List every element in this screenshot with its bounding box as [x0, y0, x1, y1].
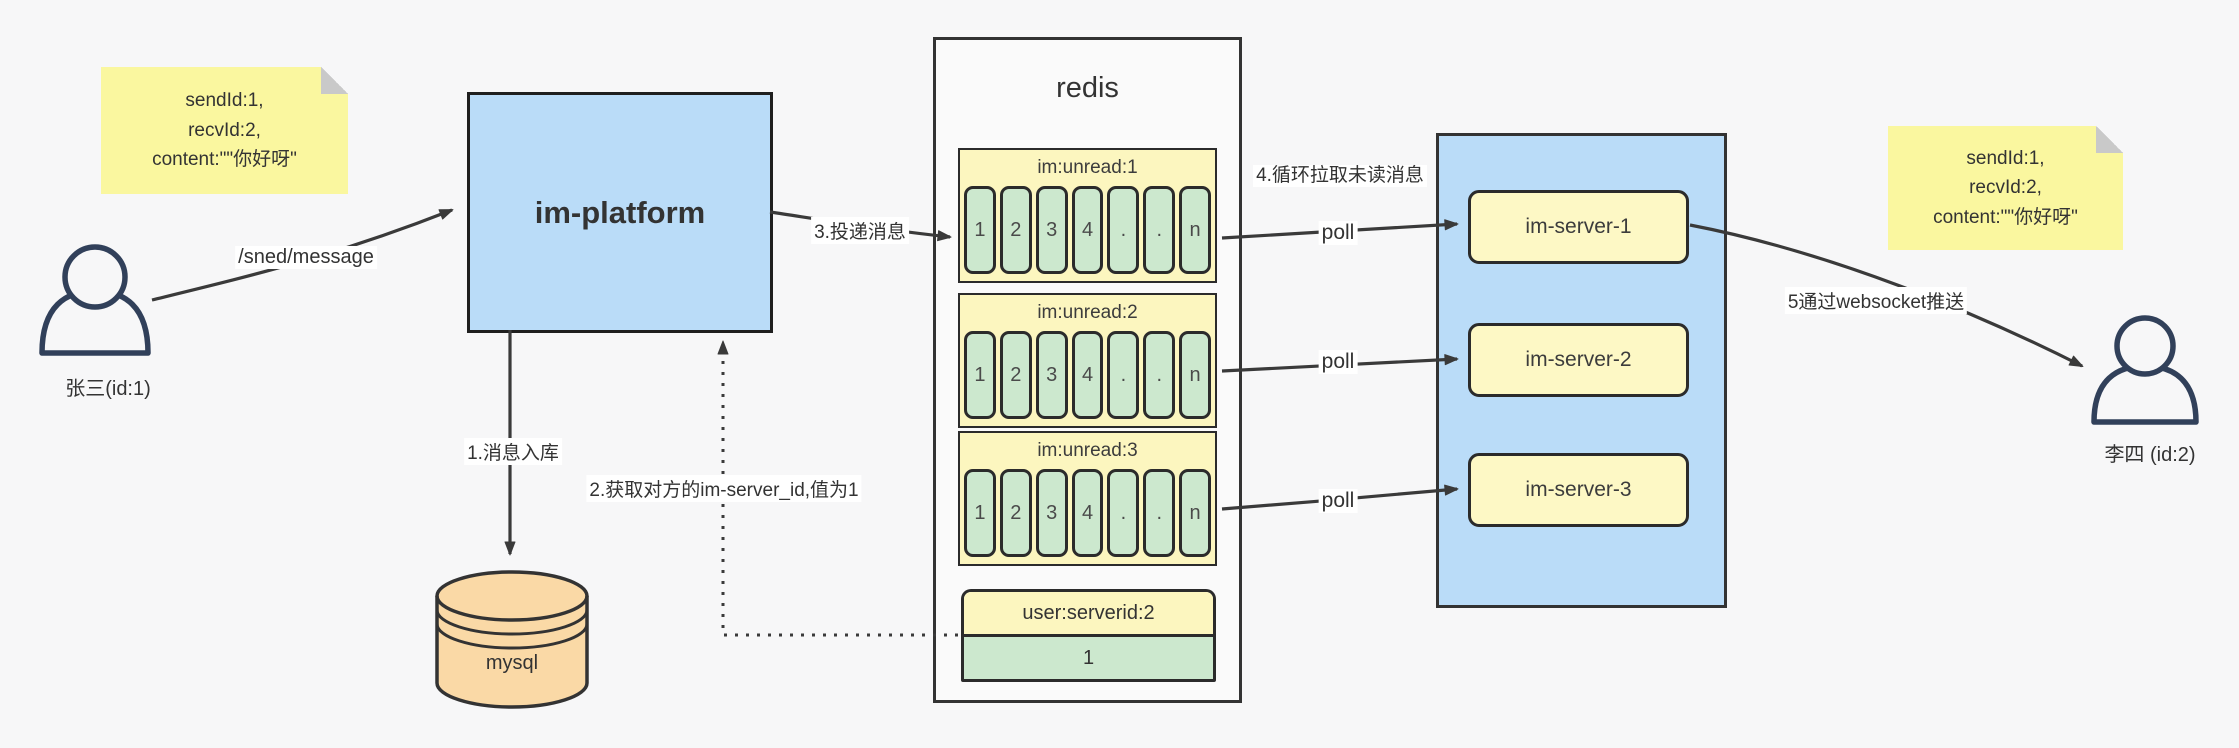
- note-line: sendId:1,: [185, 90, 264, 112]
- queue-cell: 2: [999, 186, 1032, 274]
- user-icon-receiver: [2091, 315, 2199, 425]
- note-line: sendId:1,: [1966, 147, 2045, 169]
- user-serverid-title: user:serverid:2: [964, 592, 1213, 634]
- queue-cells: 1 2 3 4 . . n: [960, 331, 1215, 419]
- queue-cell: .: [1143, 469, 1176, 557]
- note-fold-icon: [2096, 126, 2123, 153]
- queue-cells: 1 2 3 4 . . n: [960, 469, 1215, 557]
- im-platform-label: im-platform: [534, 194, 706, 230]
- arrow-label-step2: 2.获取对方的im-server_id,值为1: [586, 475, 862, 502]
- queue-cells: 1 2 3 4 . . n: [960, 186, 1215, 274]
- note-line: recvId:2,: [1969, 177, 2042, 199]
- queue-cell: 1: [964, 469, 996, 557]
- queue-cell: .: [1143, 331, 1176, 419]
- queue-cell: 4: [1071, 469, 1104, 557]
- queue-cell: .: [1107, 469, 1140, 557]
- note-text: sendId:1, recvId:2, content:""你好呀": [1888, 126, 2123, 250]
- queue-cell: 3: [1035, 469, 1068, 557]
- im-platform-node: im-platform: [467, 92, 773, 333]
- user-serverid-node: user:serverid:2 1: [961, 589, 1216, 682]
- arrow-label-poll-1: poll: [1318, 221, 1358, 245]
- note-text: sendId:1, recvId:2, content:""你好呀": [101, 67, 348, 194]
- queue-cell: 4: [1071, 331, 1104, 419]
- arrow-label-step3: 3.投递消息: [811, 217, 909, 244]
- note-line: recvId:2,: [188, 119, 261, 141]
- queue-title: im:unread:1: [1037, 157, 1138, 178]
- arrow-label-step4: 4.循环拉取未读消息: [1253, 165, 1427, 187]
- arrow-label-poll-3: poll: [1318, 489, 1358, 513]
- sticky-note-sender: sendId:1, recvId:2, content:""你好呀": [101, 67, 348, 194]
- queue-cell: 2: [999, 331, 1032, 419]
- mysql-cylinder-icon: [435, 570, 589, 709]
- im-server-1-node: im-server-1: [1468, 190, 1689, 264]
- unread-queue-2: im:unread:2 1 2 3 4 . . n: [958, 293, 1217, 428]
- queue-cell: .: [1143, 186, 1176, 274]
- queue-cell: n: [1179, 186, 1212, 274]
- redis-container: redis im:unread:1 1 2 3 4 . . n im:unrea…: [933, 37, 1242, 703]
- queue-cell: .: [1107, 331, 1140, 419]
- sender-label: 张三(id:1): [65, 378, 151, 400]
- arrow-label-poll-2: poll: [1318, 350, 1358, 374]
- queue-title: im:unread:2: [1037, 302, 1138, 323]
- queue-cell: n: [1179, 469, 1212, 557]
- queue-cell: n: [1179, 331, 1212, 419]
- unread-queue-1: im:unread:1 1 2 3 4 . . n: [958, 148, 1217, 283]
- note-line: content:""你好呀": [1933, 206, 2078, 228]
- im-server-2-node: im-server-2: [1468, 323, 1689, 397]
- queue-cell: 3: [1035, 186, 1068, 274]
- user-serverid-value: 1: [964, 634, 1213, 679]
- im-server-cluster: im-server-1 im-server-2 im-server-3: [1436, 133, 1727, 608]
- arrow-label-step5: 5通过websocket推送: [1784, 287, 1968, 314]
- arrow-label-step1: 1.消息入库: [464, 438, 562, 465]
- queue-cell: .: [1107, 186, 1140, 274]
- queue-title: im:unread:3: [1037, 440, 1138, 461]
- im-server-3-node: im-server-3: [1468, 453, 1689, 527]
- unread-queue-3: im:unread:3 1 2 3 4 . . n: [958, 431, 1217, 566]
- queue-cell: 3: [1035, 331, 1068, 419]
- note-fold-icon: [321, 67, 348, 94]
- queue-cell: 2: [999, 469, 1032, 557]
- user-icon-sender: [39, 244, 151, 356]
- queue-cell: 1: [964, 186, 996, 274]
- queue-cell: 4: [1071, 186, 1104, 274]
- queue-cell: 1: [964, 331, 996, 419]
- note-line: content:""你好呀": [152, 149, 297, 171]
- sticky-note-receiver: sendId:1, recvId:2, content:""你好呀": [1888, 126, 2123, 250]
- mysql-label: mysql: [485, 652, 539, 674]
- receiver-label: 李四 (id:2): [2104, 444, 2196, 466]
- redis-title: redis: [1056, 72, 1119, 104]
- arrow-label-send-endpoint: /sned/message: [235, 246, 377, 269]
